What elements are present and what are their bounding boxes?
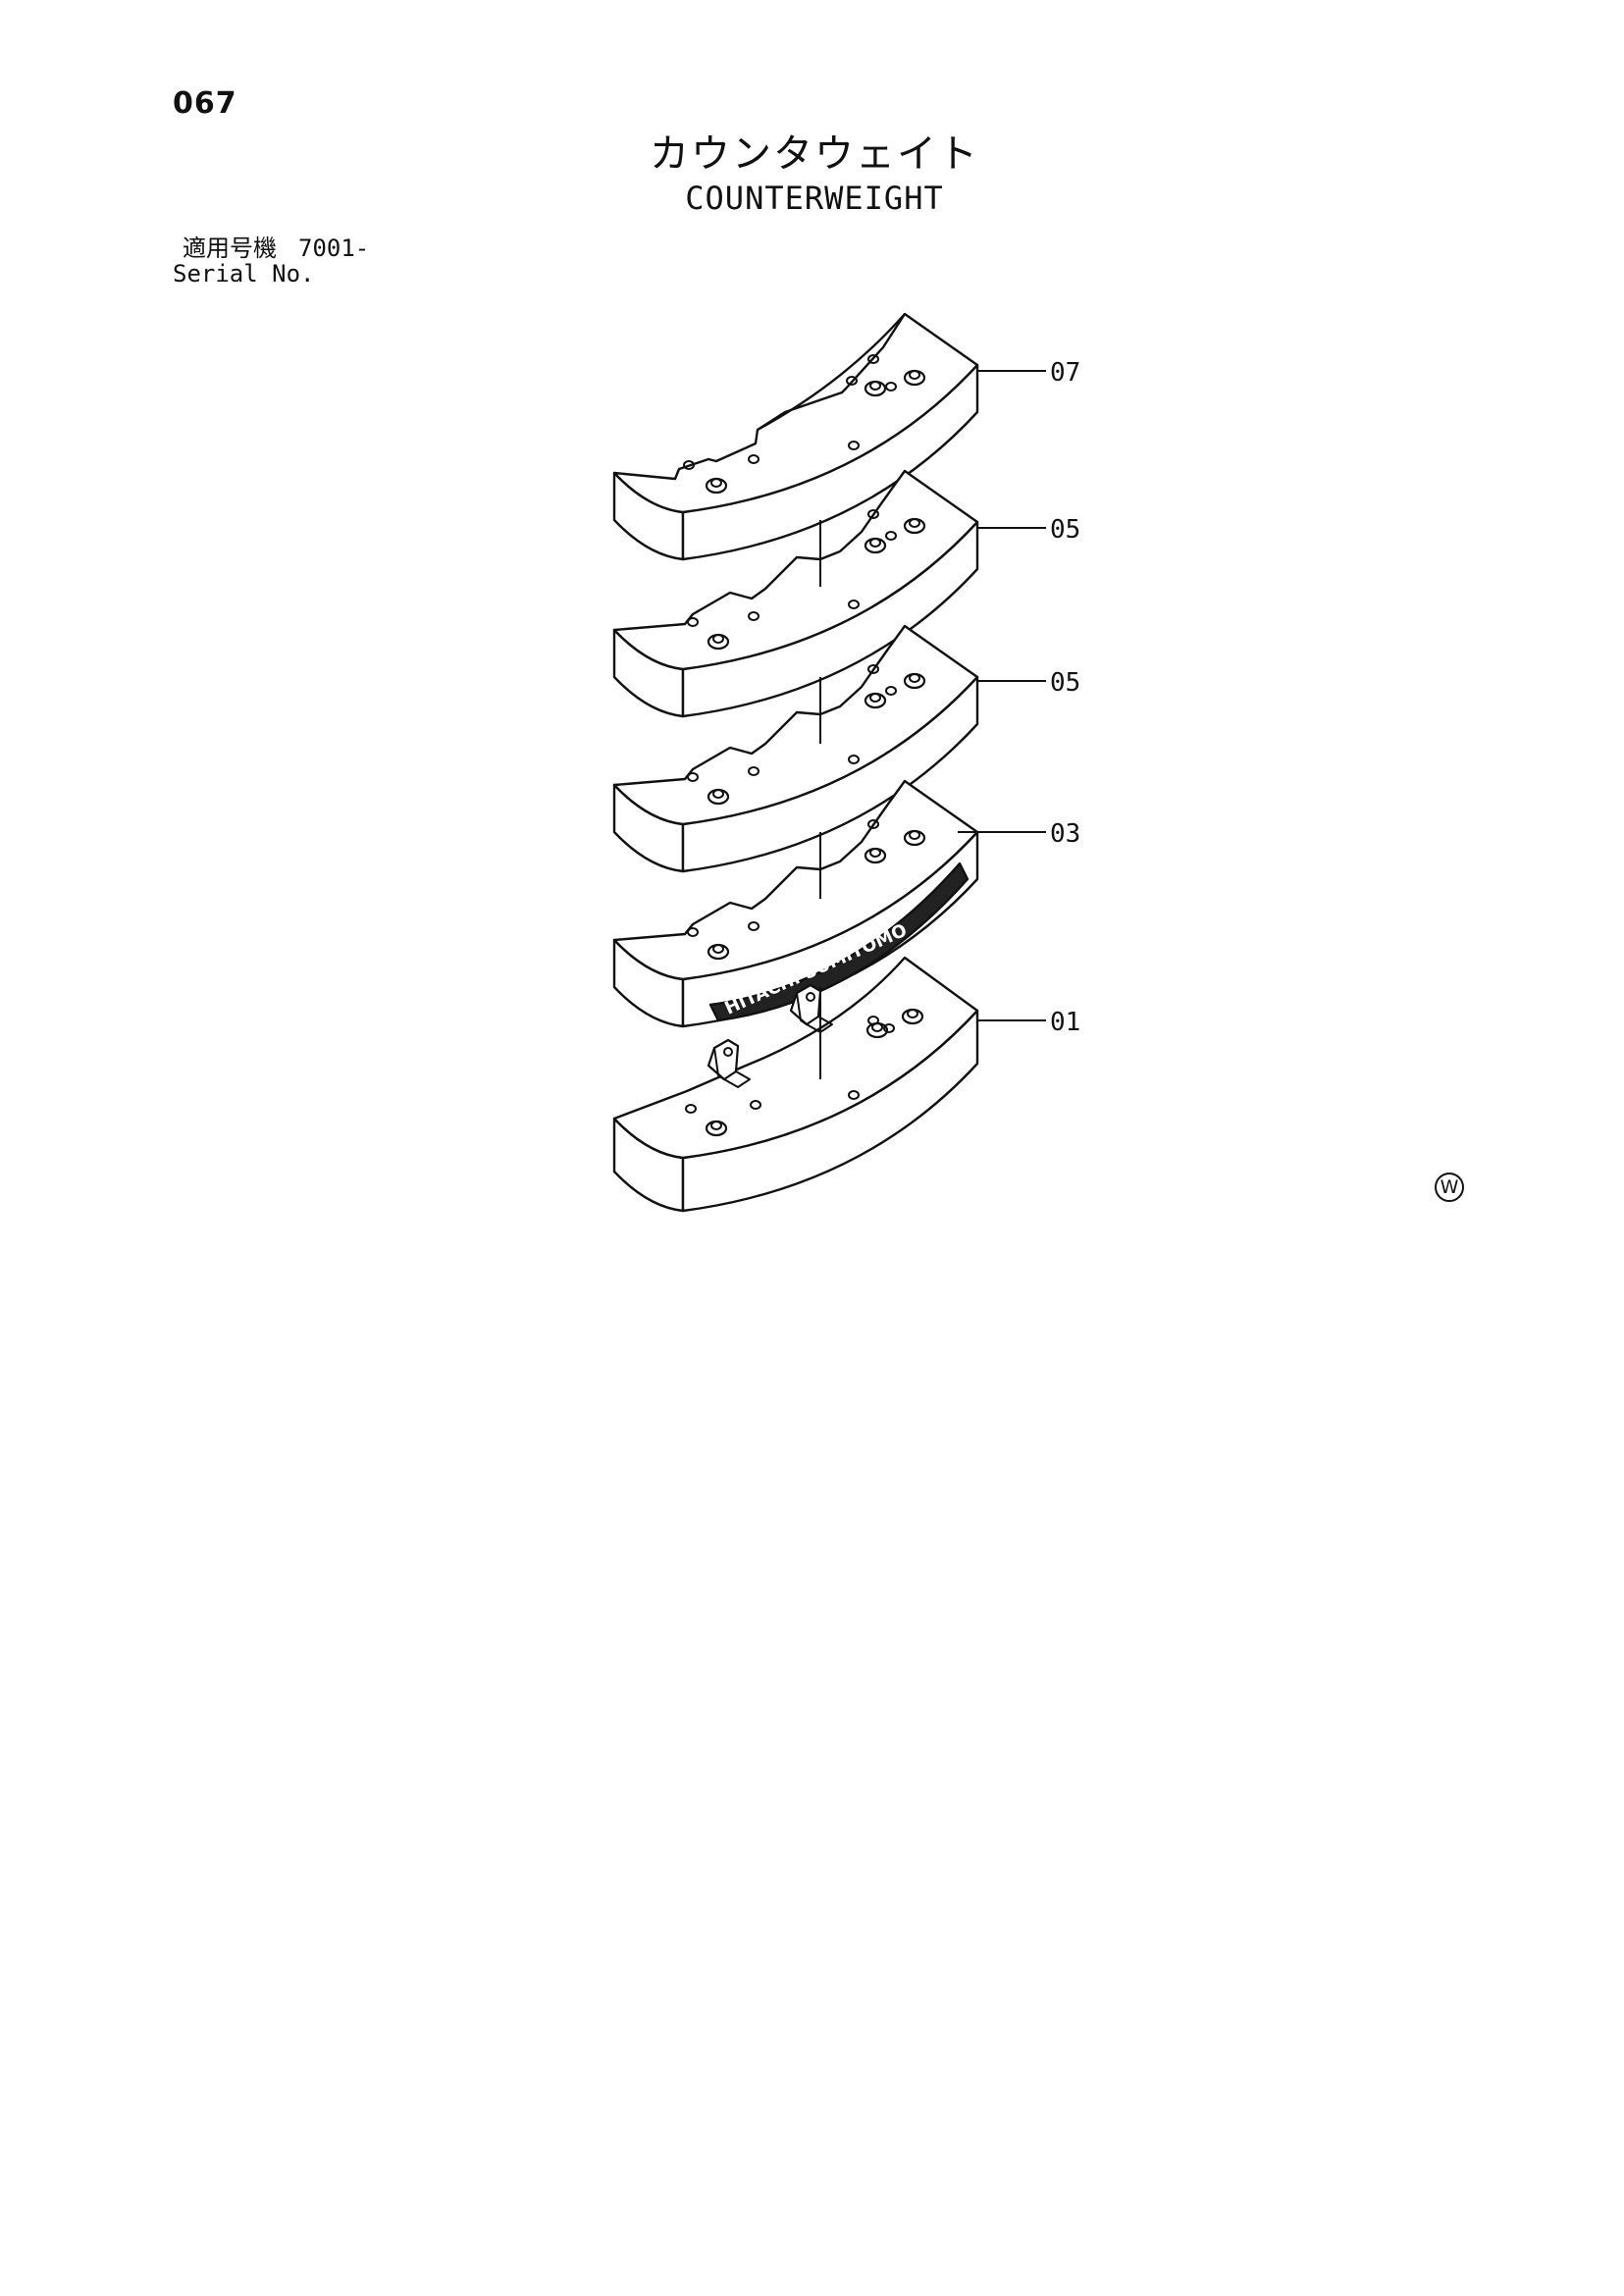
- counterweight-block-07: [612, 312, 1046, 561]
- callout-label-05-lower: 05: [1050, 668, 1080, 698]
- page-title-japanese: カウンタウェイト: [650, 131, 979, 177]
- serial-block: 適用号機 7001- Serial No.: [173, 235, 369, 287]
- title-block: カウンタウェイト COUNTERWEIGHT: [540, 130, 1089, 218]
- page-title-english: COUNTERWEIGHT: [685, 180, 944, 217]
- page-number: 067: [173, 86, 237, 121]
- w-circle-mark: W: [1435, 1173, 1464, 1202]
- serial-label-english: Serial No.: [173, 260, 315, 287]
- counterweight-block-03: HITACHI SUMITOMO: [612, 779, 1046, 1028]
- serial-row-japanese: 適用号機 7001-: [173, 235, 369, 261]
- callout-label-01: 01: [1050, 1008, 1080, 1037]
- serial-value: 7001-: [298, 235, 370, 262]
- counterweight-block-05-upper: [612, 469, 1046, 718]
- serial-label-japanese: 適用号機: [183, 235, 277, 262]
- callout-label-03: 03: [1050, 819, 1080, 849]
- hitachi-sumitomo-logo: HITACHI SUMITOMO: [721, 920, 910, 1019]
- counterweight-block-01: [612, 956, 1046, 1213]
- callout-label-05-upper: 05: [1050, 515, 1080, 545]
- callout-label-07: 07: [1050, 358, 1080, 388]
- counterweight-block-05-lower: [612, 624, 1046, 873]
